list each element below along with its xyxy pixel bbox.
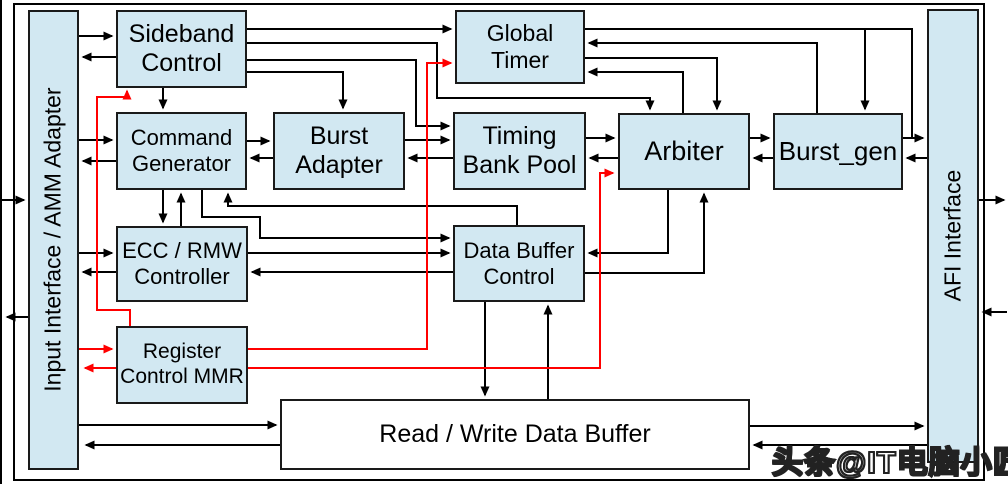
wire-register-to-sideband <box>96 89 132 326</box>
node-arbiter: Arbiter <box>618 113 750 190</box>
wire-global-timer-branch-to-afi <box>865 28 913 138</box>
wire-data-buffer-control-to-command-generator <box>223 192 518 225</box>
image-edge-line <box>0 0 2 484</box>
node-burst-gen-label: Burst_gen <box>778 136 898 167</box>
node-timing-bank-pool: Timing Bank Pool <box>453 112 586 190</box>
node-global-timer-label: Global Timer <box>486 19 554 73</box>
wire-arbiter-to-data-buffer-control <box>587 190 669 258</box>
node-input-interface-label: Input Interface / AMM Adapter <box>39 87 66 393</box>
node-data-buffer-control-label: Data Buffer Control <box>463 237 575 289</box>
node-input-interface: Input Interface / AMM Adapter <box>28 10 79 470</box>
wire-sideband-to-timing-bank-pool <box>247 59 451 131</box>
node-sideband-control: Sideband Control <box>116 10 247 88</box>
node-burst-adapter: Burst Adapter <box>273 112 405 190</box>
node-register-control-mmr: Register Control MMR <box>116 326 248 404</box>
node-timing-bank-pool-label: Timing Bank Pool <box>462 121 577 180</box>
node-global-timer: Global Timer <box>455 10 585 84</box>
node-ecc-rmw-controller-label: ECC / RMW Controller <box>122 238 242 289</box>
wire-sideband-to-burst-adapter <box>247 71 348 110</box>
wire-sideband-to-arbiter <box>247 42 655 111</box>
node-register-control-mmr-label: Register Control MMR <box>120 340 244 388</box>
node-read-write-data-buffer-label: Read / Write Data Buffer <box>379 419 651 448</box>
node-afi-interface: AFI Interface <box>927 9 979 463</box>
node-burst-gen: Burst_gen <box>773 113 903 190</box>
node-arbiter-label: Arbiter <box>644 135 724 166</box>
node-sideband-control-label: Sideband Control <box>128 19 235 78</box>
node-command-generator-label: Command Generator <box>130 125 233 176</box>
wire-global-timer-to-arbiter <box>585 57 722 111</box>
node-burst-adapter-label: Burst Adapter <box>295 121 383 180</box>
node-read-write-data-buffer: Read / Write Data Buffer <box>280 399 750 470</box>
wire-register-to-global-timer <box>248 58 453 350</box>
wire-arbiter-to-global-timer <box>587 67 684 113</box>
wire-command-generator-to-data-buffer-control <box>201 190 451 243</box>
node-data-buffer-control: Data Buffer Control <box>453 225 585 302</box>
wire-data-buffer-control-to-arbiter <box>585 192 709 274</box>
node-afi-interface-label: AFI Interface <box>939 170 966 302</box>
node-command-generator: Command Generator <box>116 112 247 190</box>
watermark-text: 头条@IT电脑小匠 <box>771 444 1008 481</box>
wire-burst-gen-to-global-timer <box>587 38 818 113</box>
wire-register-to-arbiter <box>248 168 615 369</box>
diagram-outer-border <box>13 3 985 481</box>
node-ecc-rmw-controller: ECC / RMW Controller <box>116 226 248 302</box>
